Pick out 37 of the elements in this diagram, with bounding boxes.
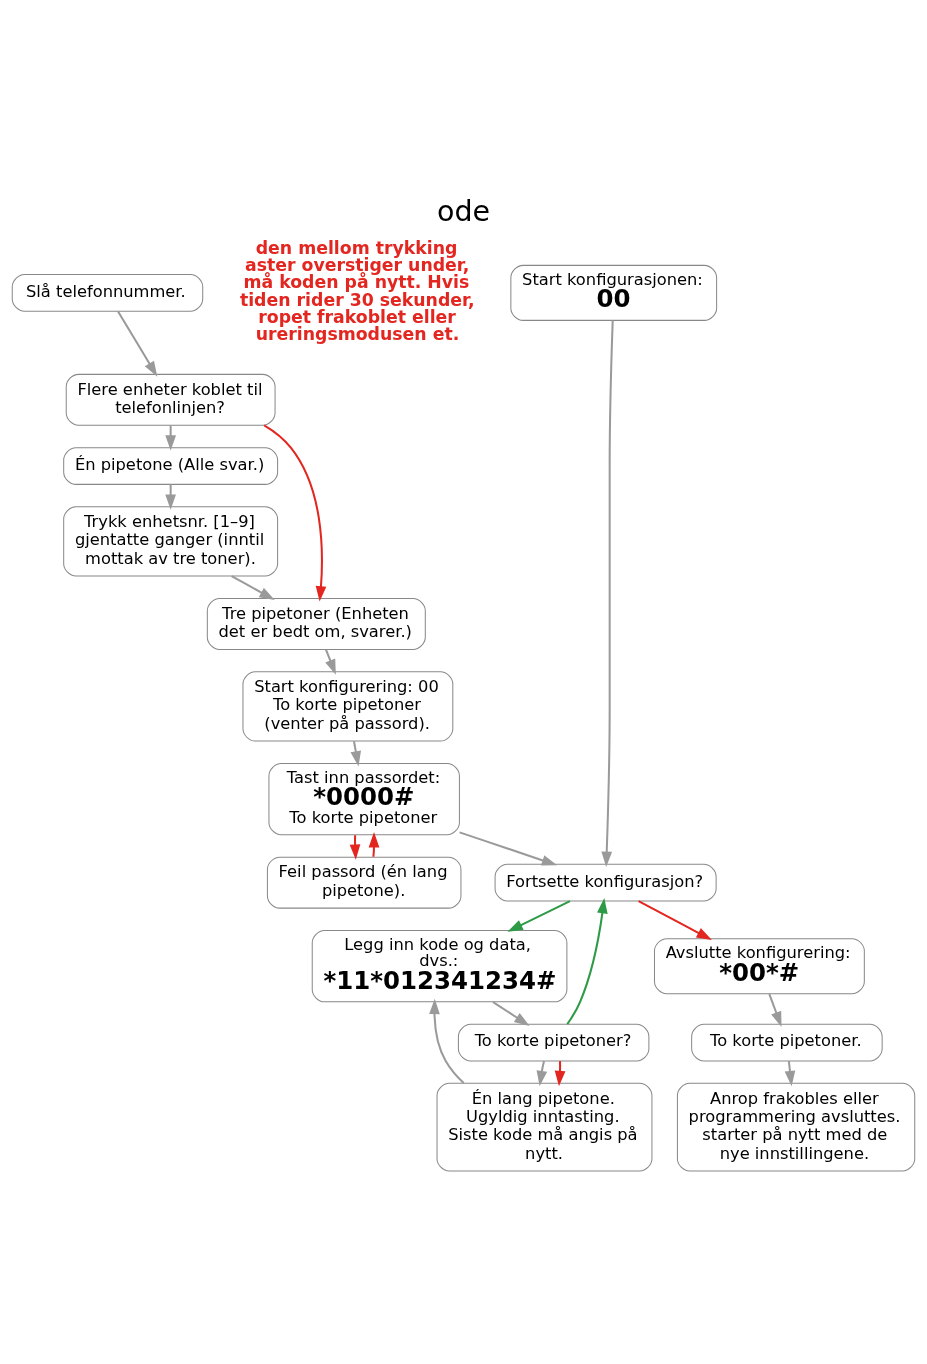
arrow [638,899,712,940]
diagram-title: ode [436,194,491,228]
arrow [784,1060,796,1086]
arrow [554,1060,566,1086]
node-box: Tast inn passordet: *0000# To korte pipetoner [268,762,460,835]
node-box: Én pipetone (Alle svar.) [63,446,279,485]
node-box: Feil passord (én lang pipetone). [266,856,462,909]
node-box: Anrop frakobles eller programmering avsluttes. starter på nytt med de nye innstillingene. [676,1082,916,1171]
arrow [165,425,176,451]
node-box: Flere enheter koblet til telefonlinjen? [65,373,276,426]
arrow [566,897,608,1025]
label: den mellom trykking aster overstiger under, må koden på nytt. Hvis tiden rider 30 sekunder, ropet frakoblet eller ureringsmodusen et. [239,237,475,344]
node-box: Slå telefonnummer. [11,273,204,312]
node-box: Tre pipetoner (Enheten det er bedt om, svarer.) [206,597,426,650]
node-box: Start konfigurering: 00 To korte pipetoner (venter på passord). [242,670,454,742]
arrow [429,998,465,1084]
node-box: Trykk enhetsnr. [1–9] gjentatte ganger (inntil mottak av tre toner). [63,505,279,577]
node-box: Legg inn kode og data, dvs.: *11*012341234# [311,929,568,1002]
arrow [231,574,275,600]
arrow [349,834,361,860]
arrow [368,831,380,857]
arrow [507,899,571,932]
arrow [492,1000,530,1026]
node-box: Én lang pipetone. Ugyldig inntasting. Siste kode må angis på nytt. [436,1082,653,1171]
node-box: To korte pipetoner. [691,1023,883,1061]
arrow [768,993,782,1027]
node-box: To korte pipetoner? [457,1023,650,1061]
arrow [536,1060,548,1086]
node-box: Start konfigurasjonen: 00 [510,264,718,321]
arrow [325,648,336,675]
arrow [263,423,327,601]
arrow [165,483,176,510]
arrow [117,310,158,377]
node-box: Avslutte konfigurering: *00*# [654,937,865,994]
arrow [601,320,614,867]
node-box: Fortsette konfigurasjon? [494,863,717,901]
arrow [459,830,558,865]
